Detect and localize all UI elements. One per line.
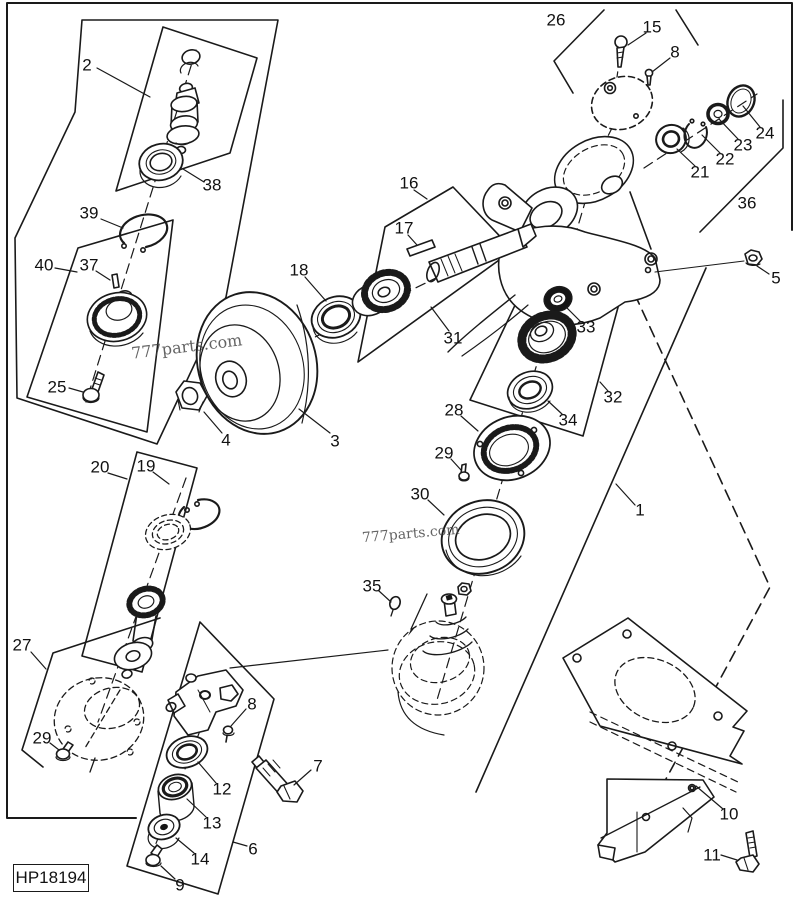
callout-label-29: 29 <box>33 729 52 748</box>
bolt-9 <box>145 844 163 868</box>
plug-35 <box>389 595 401 617</box>
bevel-gear <box>517 310 577 364</box>
nut-4 <box>175 380 208 413</box>
region-36-outline <box>699 99 784 233</box>
callout-label-17: 17 <box>395 219 414 238</box>
clutch-drum <box>391 582 485 736</box>
bearing-21 <box>655 123 690 155</box>
callout-label-34: 34 <box>559 411 578 430</box>
bolt-29-mid <box>458 463 470 482</box>
callout-label-31: 31 <box>444 329 463 348</box>
callout-label-36: 36 <box>738 194 757 213</box>
seal-34 <box>506 370 554 413</box>
panel-line-1 <box>475 267 707 793</box>
ring-gear-28 <box>473 414 551 482</box>
drive-shaft-31 <box>426 223 537 283</box>
bearing-33 <box>543 285 573 313</box>
callout-label-24: 24 <box>756 124 775 143</box>
callout-label-32: 32 <box>604 388 623 407</box>
callout-label-29: 29 <box>435 444 454 463</box>
callout-label-37: 37 <box>80 256 99 275</box>
region-20-outline <box>81 451 198 673</box>
callout-label-1: 1 <box>635 501 644 520</box>
control-valve-body <box>165 649 389 736</box>
plate-27-tick <box>89 757 96 773</box>
pulley-3 <box>195 291 319 435</box>
callout-label-23: 23 <box>734 136 753 155</box>
callout-label-6: 6 <box>248 840 257 859</box>
bolt-29-bottom <box>55 741 74 762</box>
callout-label-18: 18 <box>290 261 309 280</box>
region-16-outline <box>357 186 514 363</box>
callout-label-26: 26 <box>547 11 566 30</box>
callout-label-7: 7 <box>313 757 322 776</box>
snap-ring-39 <box>119 213 169 254</box>
bolt-8-top <box>644 68 654 86</box>
o-ring-24 <box>726 84 756 118</box>
mounting-plate <box>562 617 748 793</box>
callout-label-35: 35 <box>363 577 382 596</box>
bearing-38 <box>138 142 184 189</box>
region-27-outline <box>21 617 161 768</box>
callout-label-27: 27 <box>13 636 32 655</box>
callout-label-8: 8 <box>247 695 256 714</box>
callout-labels: 1234567889101112131415161718192021222324… <box>13 11 781 895</box>
callout-label-10: 10 <box>720 805 739 824</box>
part-code-label: HP18194 <box>13 864 89 892</box>
callout-label-19: 19 <box>137 457 156 476</box>
seal-23 <box>706 102 730 126</box>
callout-label-39: 39 <box>80 204 99 223</box>
callout-label-8: 8 <box>670 43 679 62</box>
region-26-outline <box>553 9 699 94</box>
callout-label-3: 3 <box>330 432 339 451</box>
callout-label-30: 30 <box>411 485 430 504</box>
region-6-outline <box>126 621 275 895</box>
page-border <box>6 2 793 819</box>
bearing-b20 <box>144 513 192 551</box>
callout-label-33: 33 <box>577 318 596 337</box>
leader-lines <box>30 32 770 880</box>
callout-label-22: 22 <box>716 150 735 169</box>
seal-12 <box>165 735 209 769</box>
region-2-outline <box>14 19 279 445</box>
support-bracket <box>597 778 715 863</box>
callout-label-14: 14 <box>191 850 210 869</box>
key-17 <box>406 239 436 257</box>
bolt-25 <box>82 371 105 404</box>
callout-label-13: 13 <box>203 814 222 833</box>
pinion-sprocket <box>351 268 411 317</box>
nut-5 <box>744 249 763 266</box>
callout-label-4: 4 <box>221 431 230 450</box>
bushing-13 <box>157 773 195 822</box>
callout-label-5: 5 <box>771 269 780 288</box>
relief-valve <box>166 49 201 155</box>
cover-plate <box>590 75 654 131</box>
seal-30 <box>440 499 526 577</box>
callout-label-9: 9 <box>175 876 184 895</box>
callout-label-16: 16 <box>400 174 419 193</box>
callout-label-25: 25 <box>48 378 67 397</box>
backing-plate-27 <box>53 677 145 761</box>
pointer-arrow <box>408 593 428 636</box>
gear-shaft-b20 <box>113 585 166 679</box>
cap-14 <box>147 813 181 850</box>
bolt-8-bottom <box>222 725 235 743</box>
callout-label-12: 12 <box>213 780 232 799</box>
callout-label-20: 20 <box>91 458 110 477</box>
callout-label-21: 21 <box>691 163 710 182</box>
bolt-11 <box>735 830 760 873</box>
bolt-7 <box>251 755 304 803</box>
clutch-pack-40 <box>86 273 148 347</box>
snap-ring-22 <box>683 118 708 149</box>
callout-label-38: 38 <box>203 176 222 195</box>
bolt-15 <box>614 35 628 68</box>
callout-label-40: 40 <box>35 256 54 275</box>
callout-label-11: 11 <box>703 846 721 865</box>
gearcase-housing <box>447 135 745 357</box>
callout-label-2: 2 <box>82 56 91 75</box>
callout-label-15: 15 <box>643 18 662 37</box>
callout-label-28: 28 <box>445 401 464 420</box>
